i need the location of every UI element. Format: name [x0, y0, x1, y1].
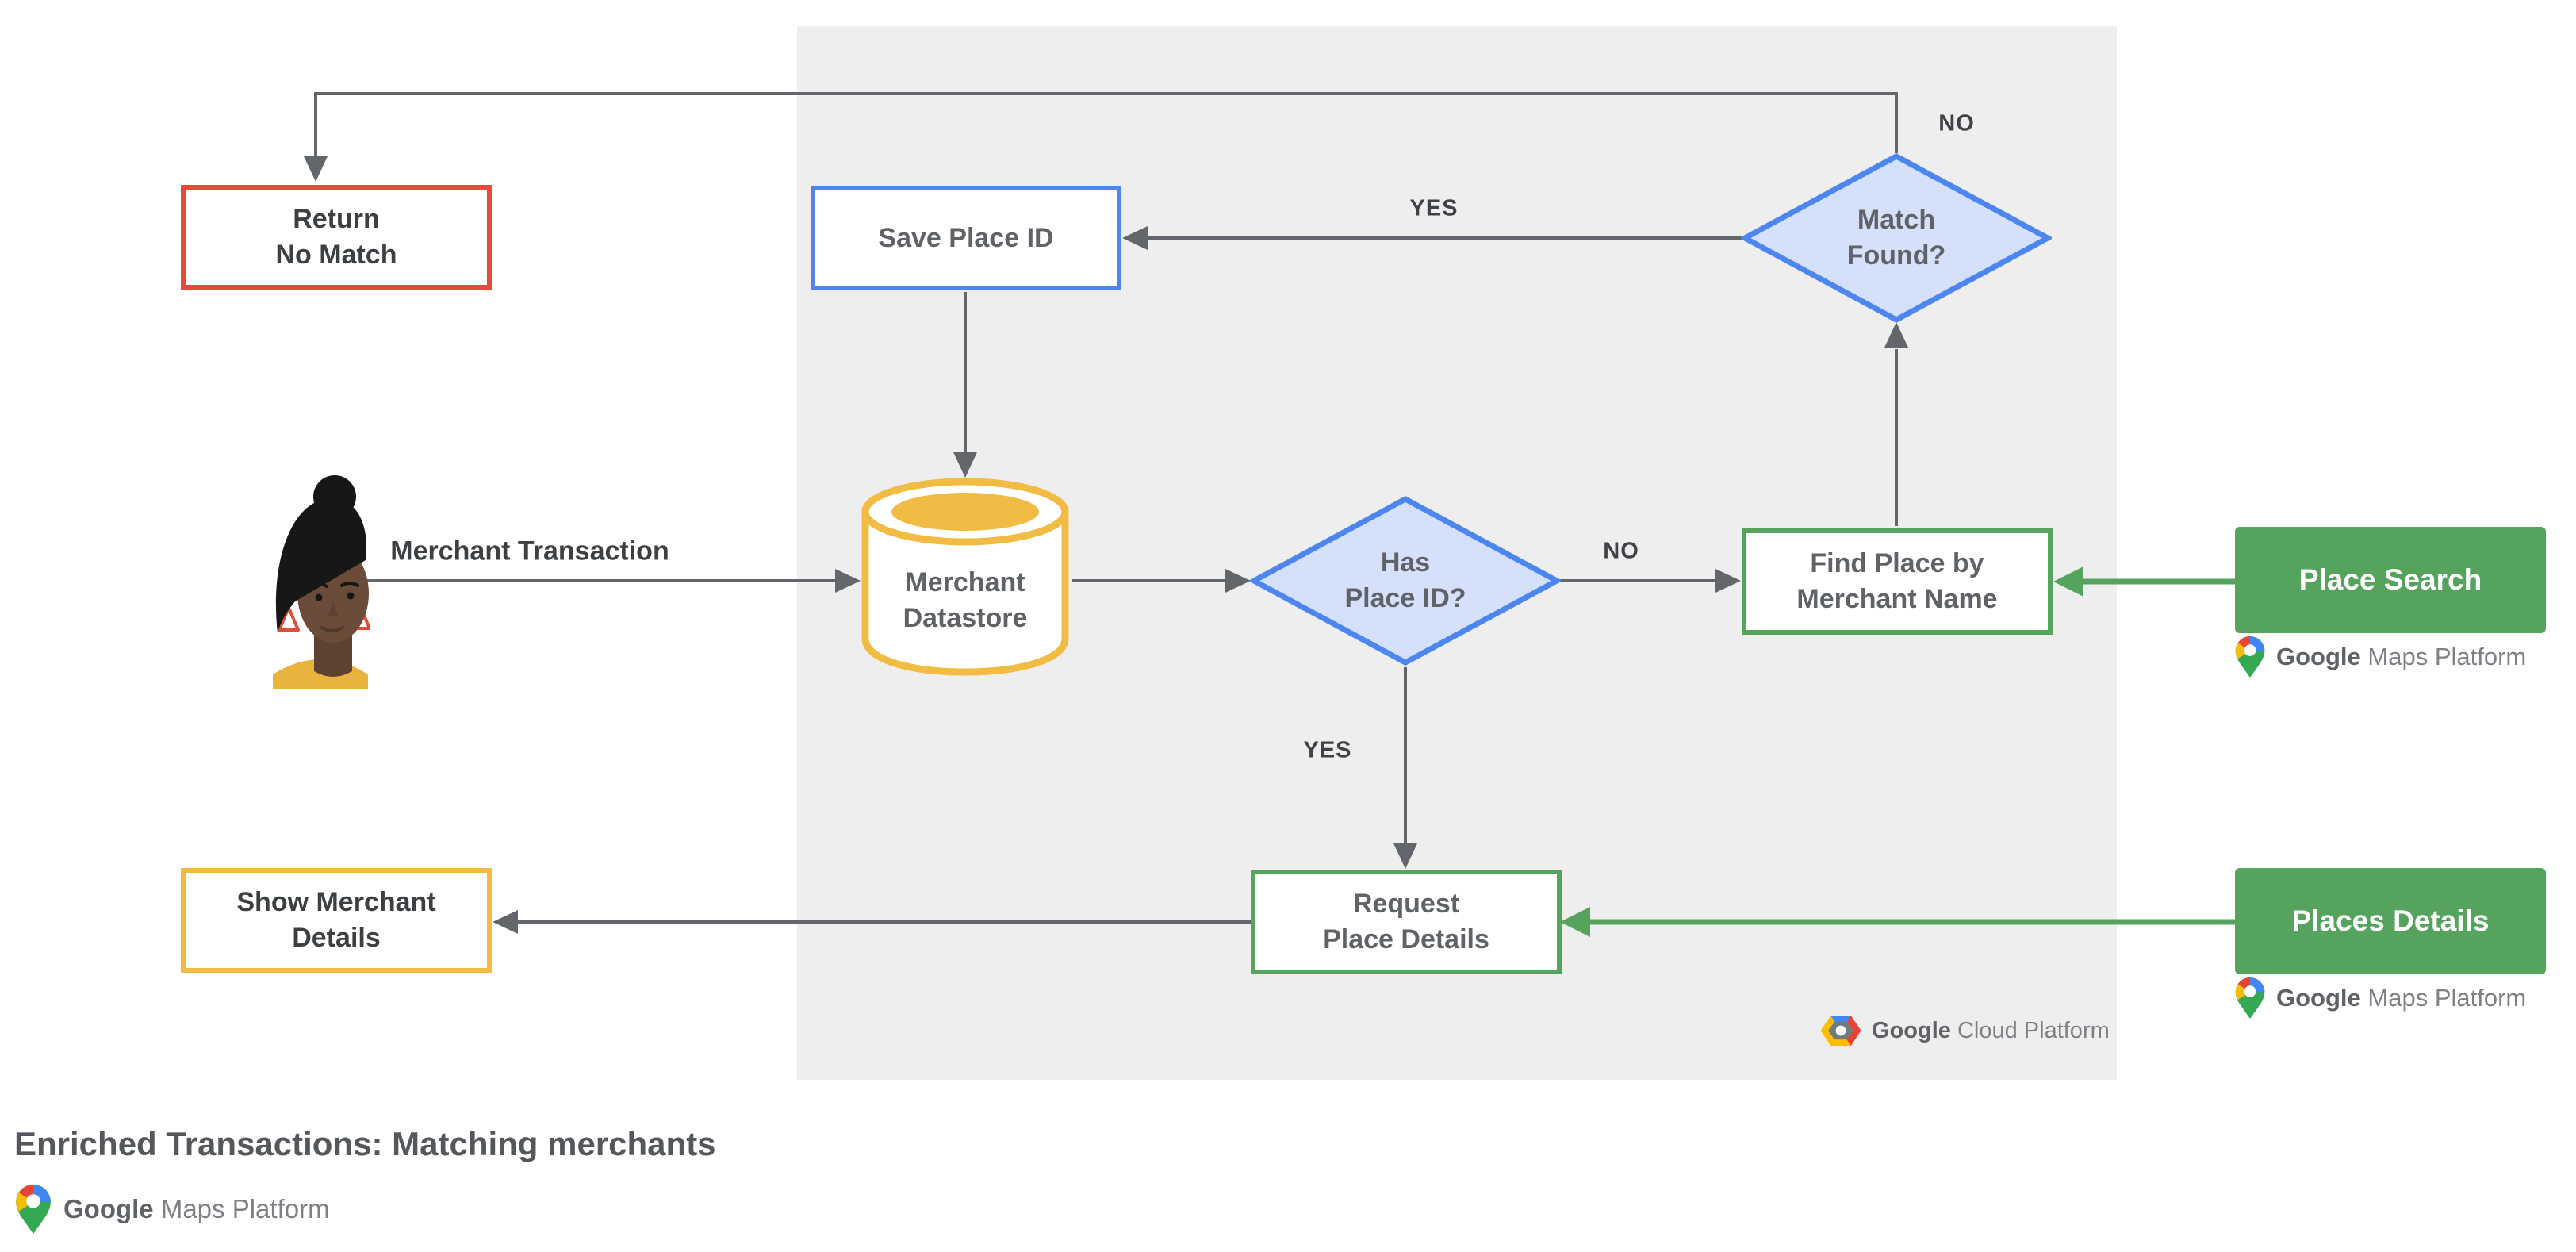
places-details-label: Places Details — [2291, 904, 2490, 937]
google-maps-platform-logo-place-search: Google Maps Platform — [2235, 636, 2526, 678]
merchant-datastore-label: Merchant Datastore — [861, 532, 1070, 669]
save-place-id-node: Save Place ID — [811, 186, 1121, 290]
save-place-id-label: Save Place ID — [878, 222, 1054, 253]
label-line: Has — [1380, 547, 1431, 578]
label-line: No Match — [275, 240, 397, 270]
diamond-shape — [1741, 153, 2052, 323]
label-line: Place Details — [1323, 924, 1489, 954]
label-line: Match — [1857, 205, 1936, 236]
gmp-maps-platform-text: Maps Platform — [160, 1194, 330, 1223]
diagram-title: Enriched Transactions: Matching merchant… — [14, 1125, 716, 1162]
merchant-datastore-node: Merchant Datastore — [861, 477, 1070, 677]
google-maps-platform-logo-footer: Google Maps Platform — [16, 1185, 330, 1234]
google-cloud-platform-logo: Google Cloud Platform — [1819, 1012, 2110, 1049]
merchant-transaction-label: Merchant Transaction — [390, 536, 669, 566]
request-place-details-label: Request Place Details — [1323, 886, 1489, 958]
gmp-google-text: Google — [63, 1194, 154, 1223]
places-details-api-node: Places Details — [2235, 868, 2546, 974]
user-avatar — [273, 475, 370, 689]
label-line: Found? — [1846, 240, 1946, 271]
gcp-hexagon-icon — [1820, 1015, 1861, 1047]
gcp-google-text: Google — [1872, 1017, 1951, 1043]
return-no-match-label: Return No Match — [276, 202, 397, 273]
no-label-hasplaceid: NO — [1603, 538, 1639, 564]
has-place-id-decision: Has Place ID? — [1250, 495, 1561, 666]
gmp-logo-text: Google Maps Platform — [2276, 984, 2526, 1012]
place-search-label: Place Search — [2298, 563, 2482, 596]
yes-label-matchfound: YES — [1409, 195, 1459, 221]
datastore-cylinder-shape — [861, 478, 1069, 676]
maps-pin-icon — [2235, 977, 2265, 1019]
arrowhead-into-return — [304, 156, 328, 182]
gcp-logo-text: Google Cloud Platform — [1872, 1018, 2110, 1044]
gmp-google-text: Google — [2276, 643, 2361, 670]
has-place-id-label: Has Place ID? — [1250, 495, 1561, 666]
label-line: Show Merchant — [236, 887, 436, 918]
gmp-google-text: Google — [2276, 984, 2361, 1012]
match-found-label: Match Found? — [1741, 152, 2052, 324]
label-line: Datastore — [903, 603, 1028, 633]
request-place-details-node: Request Place Details — [1251, 870, 1562, 974]
yes-label-hasplaceid: YES — [1303, 737, 1352, 763]
gmp-maps-platform-text: Maps Platform — [2367, 984, 2527, 1012]
show-merchant-details-label: Show Merchant Details — [236, 885, 435, 956]
place-search-api-node: Place Search — [2235, 527, 2546, 633]
label-line: Details — [292, 923, 381, 953]
return-no-match-node: Return No Match — [181, 185, 492, 290]
maps-pin-icon — [16, 1185, 51, 1234]
diamond-shape — [1250, 496, 1561, 666]
show-merchant-details-node: Show Merchant Details — [181, 868, 492, 973]
no-label-matchfound: NO — [1938, 110, 1975, 136]
label-line: Find Place by — [1810, 548, 1984, 579]
gmp-maps-platform-text: Maps Platform — [2367, 643, 2527, 670]
google-maps-platform-logo-places-details: Google Maps Platform — [2235, 977, 2526, 1019]
label-line: Merchant Name — [1796, 584, 1998, 614]
gmp-logo-text: Google Maps Platform — [63, 1194, 330, 1224]
find-place-label: Find Place by Merchant Name — [1796, 546, 1997, 617]
match-found-decision: Match Found? — [1741, 152, 2052, 324]
find-place-by-merchant-name-node: Find Place by Merchant Name — [1742, 528, 2053, 635]
label-line: Place ID? — [1344, 583, 1466, 613]
label-line: Request — [1352, 889, 1460, 920]
label-line: Merchant — [905, 567, 1025, 598]
label-line: Return — [293, 204, 380, 235]
arrowhead-into-showmerchant — [493, 910, 518, 934]
gcp-cloud-platform-text: Cloud Platform — [1957, 1017, 2110, 1043]
gmp-logo-text: Google Maps Platform — [2276, 643, 2526, 671]
maps-pin-icon — [2235, 636, 2265, 678]
